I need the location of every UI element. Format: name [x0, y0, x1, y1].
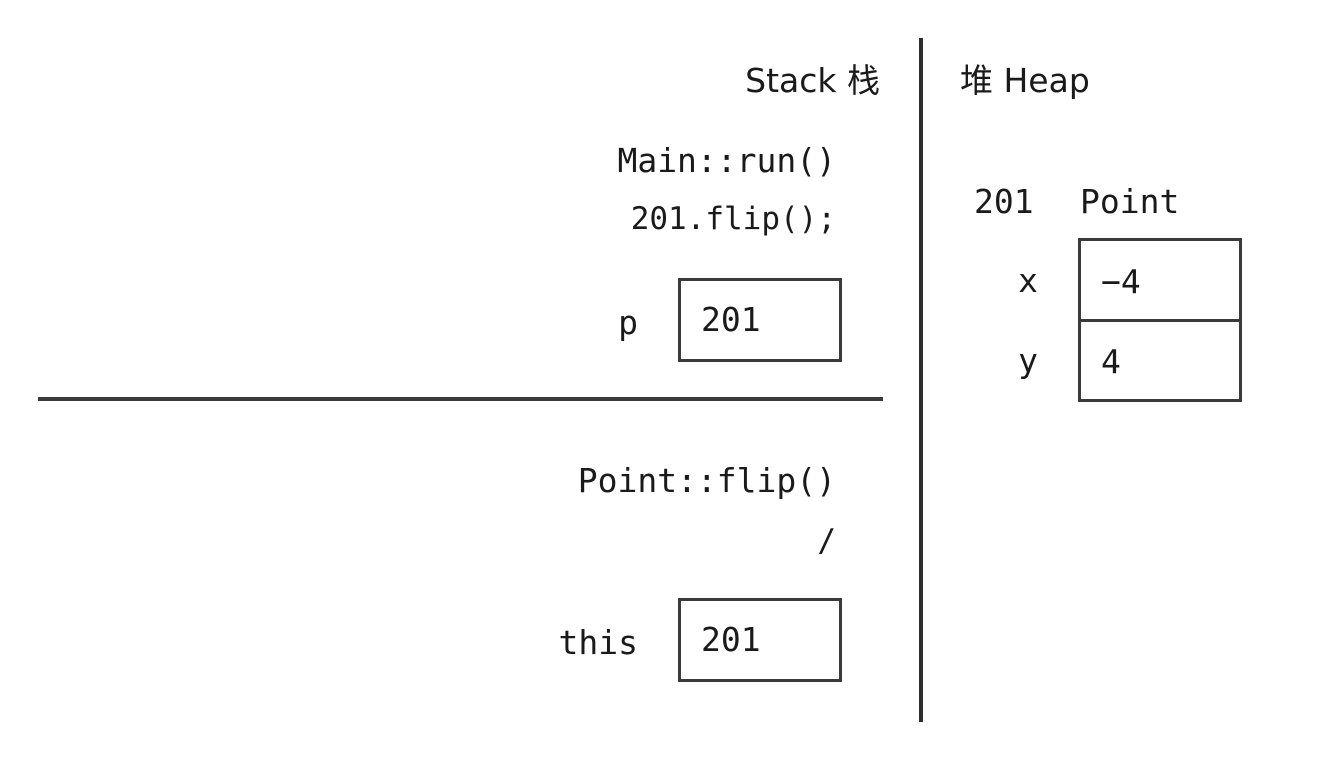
field-box-y: 4: [1078, 319, 1242, 402]
stack-title: Stack 栈: [745, 61, 880, 100]
field-value-x: −4: [1101, 262, 1141, 301]
field-label-x: x: [1018, 261, 1038, 300]
variable-value-this: 201: [701, 620, 761, 659]
heap-title: 堆 Heap: [960, 61, 1090, 100]
frame-statement-main-run: 201.flip();: [630, 201, 836, 237]
variable-box-p: 201: [678, 278, 842, 362]
frame-statement-point-flip: /: [817, 523, 836, 559]
frame-name-main-run: Main::run(): [617, 141, 836, 180]
frame-name-point-flip: Point::flip(): [577, 461, 836, 500]
field-label-y: y: [1018, 341, 1038, 380]
variable-box-this: 201: [678, 598, 842, 682]
stack-frame-divider: [38, 397, 883, 401]
variable-value-p: 201: [701, 300, 761, 339]
stack-heap-divider: [919, 38, 923, 722]
variable-label-p: p: [618, 303, 638, 342]
field-box-x: −4: [1078, 238, 1242, 322]
heap-object-type: Point: [1080, 182, 1180, 221]
variable-label-this: this: [558, 623, 638, 662]
field-value-y: 4: [1101, 342, 1121, 381]
heap-object-address: 201: [974, 182, 1034, 221]
